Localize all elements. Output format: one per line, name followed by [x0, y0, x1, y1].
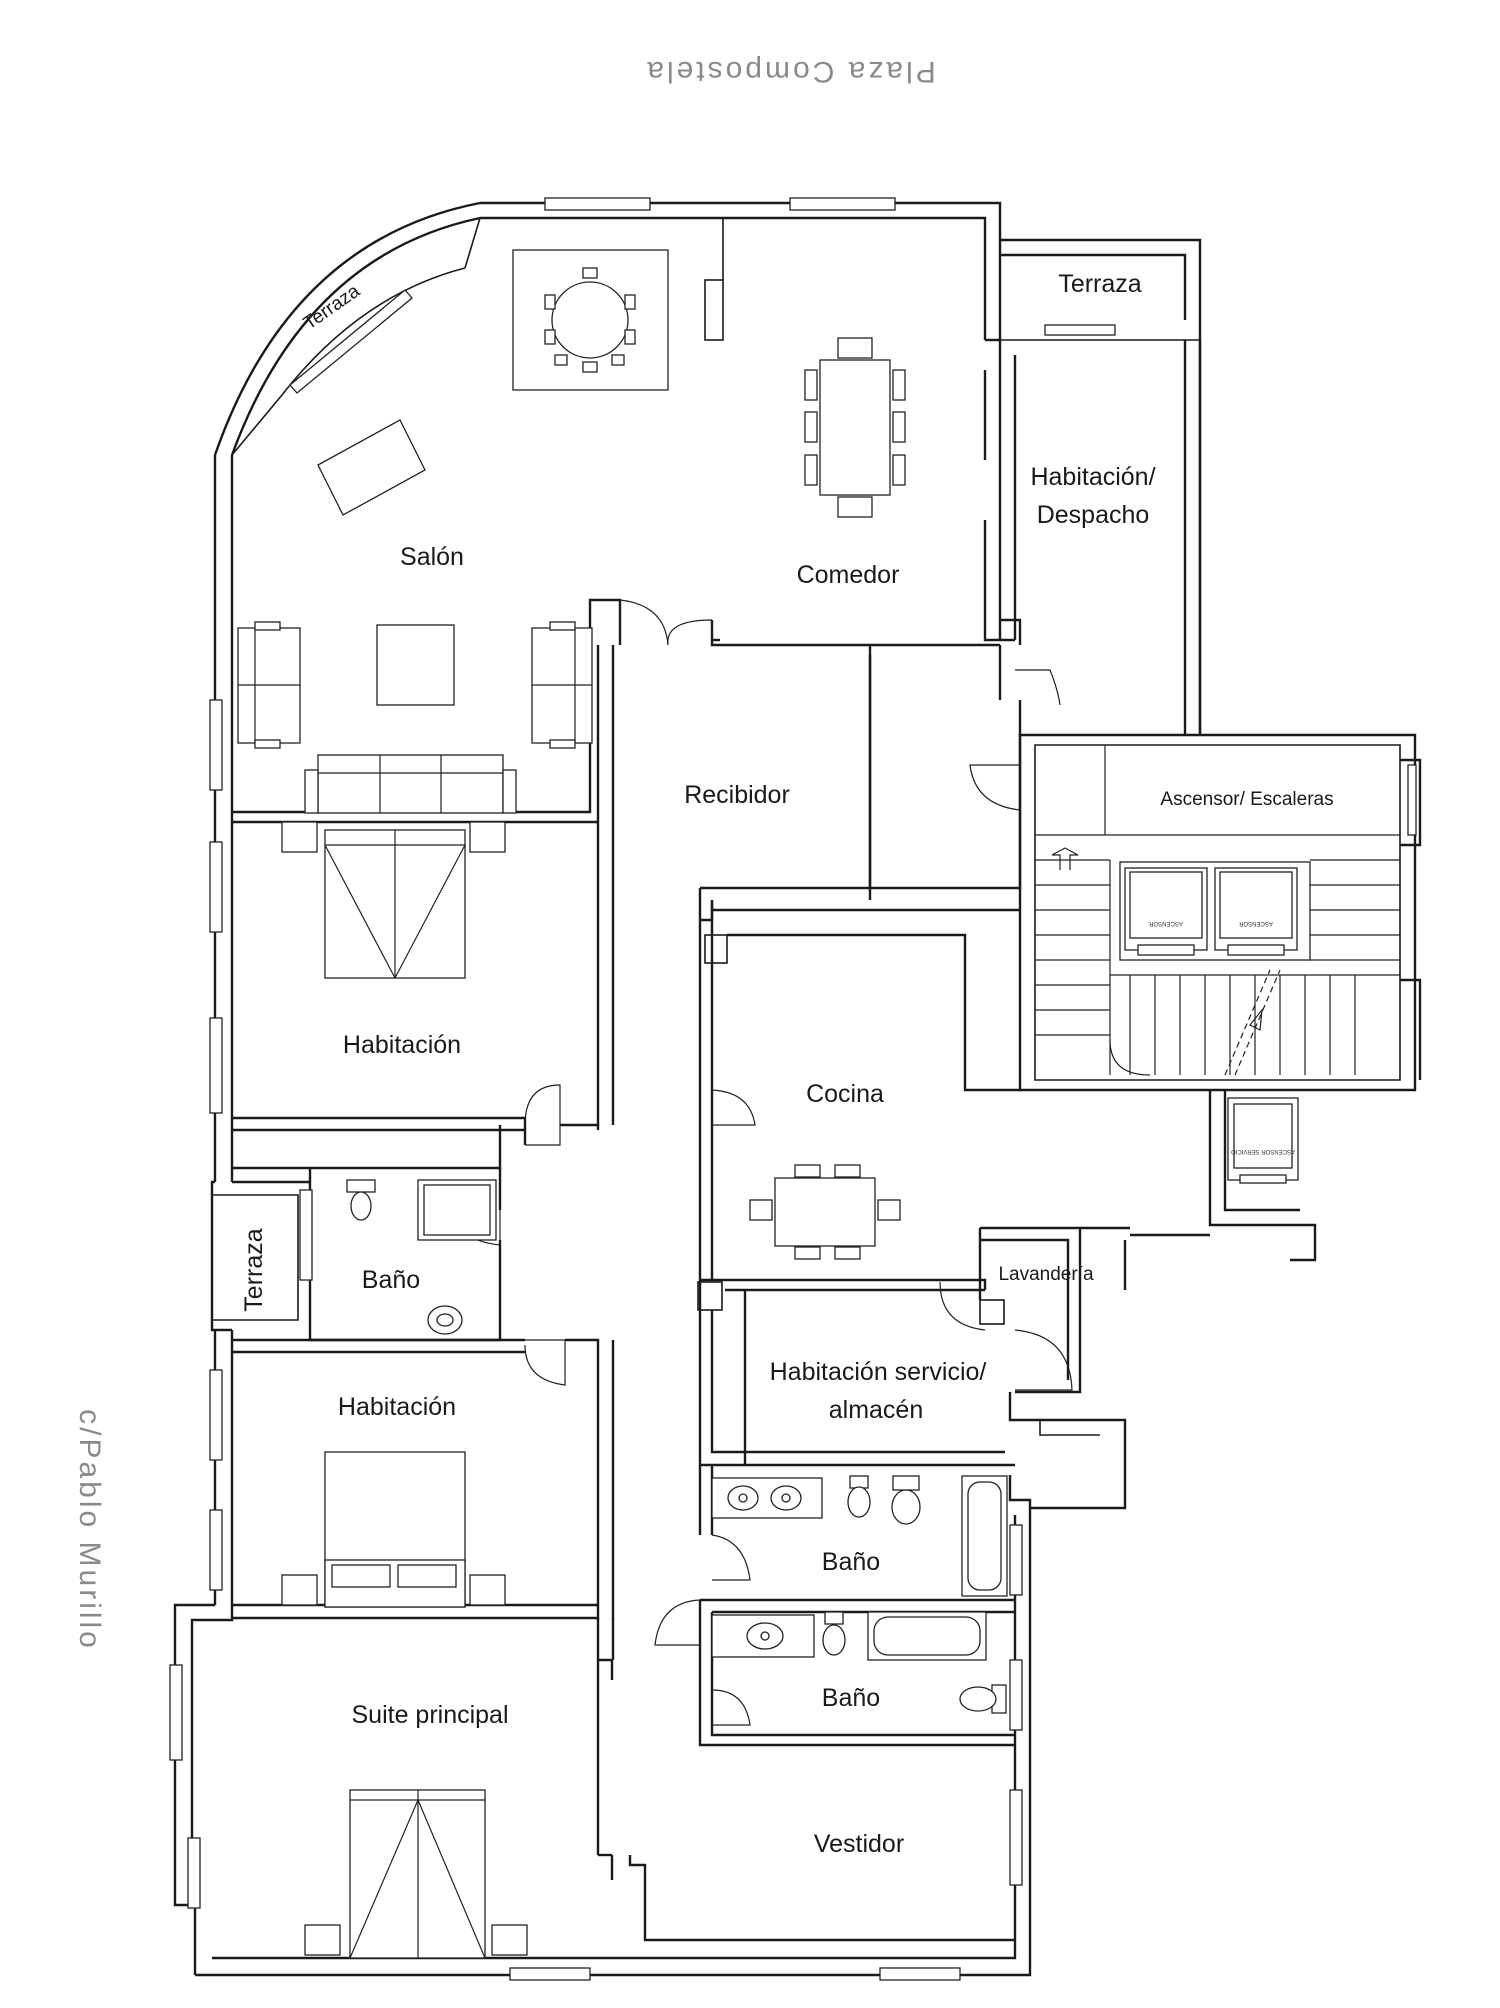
label-habitacion-despacho-1: Habitación/: [1030, 463, 1155, 491]
windows: [169, 197, 1116, 1981]
label-bano-3: Baño: [822, 1684, 880, 1712]
label-lavanderia: Lavandería: [998, 1264, 1094, 1285]
label-terraza-top-right: Terraza: [1058, 270, 1141, 298]
label-vestidor: Vestidor: [814, 1830, 904, 1858]
street-label-top: Plaza Compostela: [644, 55, 935, 88]
label-habitacion-despacho-2: Despacho: [1037, 501, 1150, 529]
label-suite: Suite principal: [351, 1701, 508, 1729]
elevator-tag-left: ASCENSOR: [1149, 920, 1183, 926]
label-ascensor-escaleras: Ascensor/ Escaleras: [1160, 789, 1333, 810]
stair-core: ASCENSOR ASCENSOR: [1018, 733, 1422, 1092]
label-cocina: Cocina: [806, 1080, 884, 1108]
label-terraza-left: Terraza: [240, 1228, 268, 1311]
label-habitacion-2: Habitación: [338, 1393, 456, 1421]
street-label-left: c/Pablo Murillo: [73, 1409, 106, 1651]
doors: [454, 599, 1073, 1726]
terrace-left: [212, 1194, 299, 1321]
terrace-top-right: [998, 238, 1202, 735]
label-servicio-1: Habitación servicio/: [770, 1358, 987, 1386]
label-salon: Salón: [400, 543, 464, 571]
label-habitacion-1: Habitación: [343, 1031, 461, 1059]
furniture: [237, 249, 1008, 1959]
label-servicio-2: almacén: [829, 1396, 924, 1424]
label-bano-2: Baño: [822, 1548, 880, 1576]
label-comedor: Comedor: [797, 561, 900, 589]
service-elevator: ASCENSOR SERVICIO: [1080, 1090, 1317, 1290]
label-terraza-curved: Terraza: [300, 280, 364, 334]
elevator-tag-right: ASCENSOR: [1239, 920, 1273, 926]
service-elevator-tag: ASCENSOR SERVICIO: [1231, 1148, 1295, 1154]
label-recibidor: Recibidor: [684, 781, 790, 809]
label-bano-1: Baño: [362, 1266, 420, 1294]
